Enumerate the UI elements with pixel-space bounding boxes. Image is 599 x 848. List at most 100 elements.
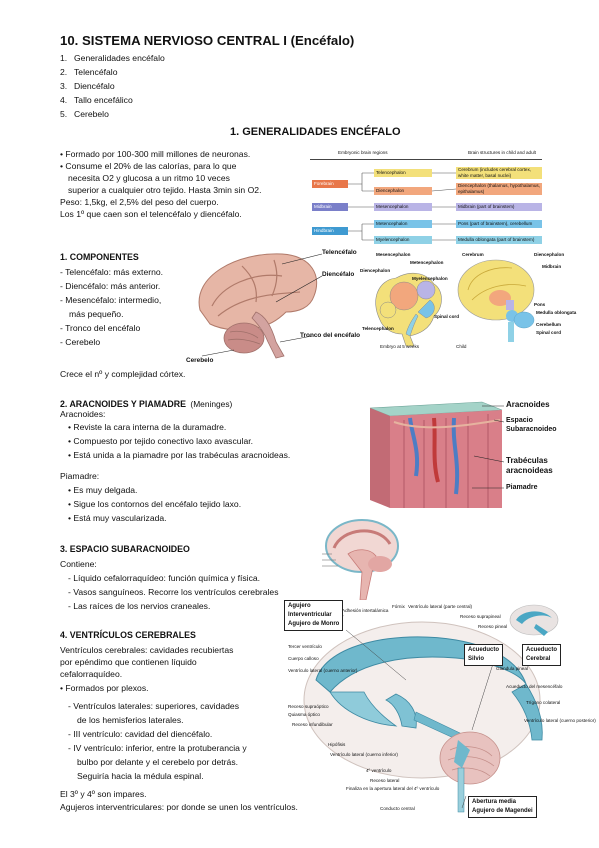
bullet-marker: • [68,422,74,432]
componentes-heading: 1. COMPONENTES [60,252,139,262]
s1-primeros: Los 1º que caen son el telencéfalo y die… [60,209,242,219]
callout-agujero-interventricular: Agujero Interventricular Agujero de Monr… [284,600,344,631]
bullet-marker: - [68,743,74,753]
diencephalon-adult-box: Diencephalon (thalamus, hypothalamus, ep… [456,183,542,195]
child-caption: Child [456,344,467,349]
embryo-label-mesencephalon: Mesencephalon [376,252,411,257]
bullet-marker: • [68,450,74,460]
componentes-list: - Telencéfalo: más externo.- Diencéfalo:… [60,266,163,350]
section4-sublist: - Ventrículos laterales: superiores, cav… [68,700,247,784]
medulla-adult-box: Medulla oblongata (part of brainstem) [456,236,542,244]
vent-small-apertura: Finaliza en la apertura lateral del 4º v… [346,786,440,791]
brain-sagittal-figure: Telencéfalo Diencéfalo Tronco del encéfa… [182,246,362,370]
aracnoides-item-text: Reviste la cara interna de la duramadre. [73,422,227,432]
s4-intro-l3: cefalorraquídeo. [60,669,123,679]
bullet-marker: - [68,573,74,583]
callout-acueducto-silvio: Acueducto Silvio [464,644,504,666]
embryo-figure: Mesencephalon Metencephalon Diencephalon… [360,250,460,350]
toc-item-text: Generalidades encéfalo [74,53,165,63]
toc-item: 3.Diencéfalo [60,80,165,94]
child-label-medulla: Medulla oblongata [536,310,577,315]
espacio-item-text: Vasos sanguíneos. Recorre los ventrículo… [73,587,279,597]
section4-intro: Ventrículos cerebrales: cavidades recubi… [60,644,233,694]
vent-small-acueducto: Acueducto del mesencéfalo [506,684,563,689]
subarachnoid-illustration [322,519,399,601]
toc-item-number: 1. [60,53,68,63]
section3-list: - Líquido cefalorraquídeo: función quími… [68,572,279,614]
callout-monro: Agujero de Monro [288,621,340,627]
vent-small-cuarto: 4º ventrículo [366,768,392,773]
label-diencefalo: Diencéfalo [322,271,355,278]
s1-peso: Peso: 1,5kg, el 2,5% del peso del cuerpo… [60,197,219,207]
child-label-pons: Pons [534,302,546,307]
piamadre-list: • Es muy delgada.• Sigue los contornos d… [68,484,241,526]
componente-item: - Tronco del encéfalo [60,322,163,336]
toc-item-text: Cerebelo [74,109,109,119]
vent-small-inferior: Ventrículo lateral (cuerno inferior) [330,752,398,757]
subarachnoid-figure [318,514,414,601]
componente-item-text: Diencéfalo: más anterior. [65,281,161,291]
callout-magendie: Agujero de Magendei [472,808,533,814]
metencephalon-box: Metencephalon [374,220,432,228]
bullet-marker: - [68,601,74,611]
aracnoides-label: Aracnoides: [60,409,106,419]
ventriculo-item-text: Ventrículos laterales: superiores, cavid… [73,701,240,711]
callout-acueducto-l1: Acueducto [468,647,500,653]
bullet-dot: • [60,683,66,693]
componente-item: - Cerebelo [60,336,163,350]
toc-item-text: Telencéfalo [74,67,118,77]
vent-small-anterior: Ventrículo lateral (cuerno anterior) [288,668,358,673]
s4-agujeros: Agujeros interventriculares: por donde s… [60,802,298,812]
midbrain-adult-box: Midbrain (part of brainstem) [456,203,542,211]
s1-bullet2-line1: Consume el 20% de las calorías, para lo … [65,161,237,171]
section1-text: • Formado por 100-300 mill millones de n… [60,148,261,220]
embryo-label-diencephalon: Diencephalon [360,268,391,273]
bullet-marker: - [60,323,66,333]
bullet-marker: - [60,337,66,347]
vent-small-fornix: Fórnix [392,604,405,609]
aracnoides-list: • Reviste la cara interna de la duramadr… [68,421,290,463]
toc-item-text: Tallo encefálico [74,95,133,105]
vent-small-posterior: Ventrículo lateral (cuerno posterior) [524,718,596,723]
aracnoides-item: • Compuesto por tejido conectivo laxo av… [68,435,290,449]
cerebrum-box: Cerebrum (includes cerebral cortex, whit… [456,167,542,179]
meninges-illustration [369,401,505,508]
aracnoides-item-text: Compuesto por tejido conectivo laxo avas… [73,436,254,446]
ventriculo-item-text: IV ventrículo: inferior, entre la protub… [73,743,247,753]
callout-acueducto-cer-l1: Acueducto [526,647,558,653]
s1-bullet2-line2: necesita O2 y glucosa a un ritmo 10 vece… [68,173,230,183]
vent-small-glandula: Glándula pineal [496,666,528,671]
diencephalon-box: Diencephalon [374,187,432,195]
child-label-spinal-cord: Spinal cord [536,330,562,335]
meninges-label-espacio: Espacio Subaracnoideo [506,416,557,434]
meninges-label-espacio-l2: Subaracnoideo [506,426,557,433]
meninges-figure: Aracnoides Espacio Subaracnoideo Trabécu… [364,396,564,512]
bullet-marker: • [68,485,74,495]
piamadre-label: Piamadre: [60,471,100,481]
ventriculo-item-text: III ventrículo: cavidad del diencéfalo. [73,729,213,739]
componente-item: - Telencéfalo: más externo. [60,266,163,280]
componente-item-text: Mesencéfalo: intermedio, [65,295,162,305]
label-telencefalo: Telencéfalo [322,249,357,256]
s4-intro-l2: por epéndimo que contienen líquido [60,657,197,667]
label-cerebelo: Cerebelo [186,357,214,364]
pons-adult-box: Pons (part of brainstem), cerebellum [456,220,542,228]
section3-heading: 3. ESPACIO SUBARACNOIDEO [60,544,190,554]
s1-bullet2-line3: superior a cualquier otro tejido. Hasta … [68,185,262,195]
brain-sagittal-illustration [198,253,323,359]
table-col1-header: Embryonic brain regions [338,150,388,155]
table-connectors [348,172,457,241]
bullet-marker: - [60,281,66,291]
callout-acueducto-l2: Silvio [468,656,485,662]
vent-small-conducto: Conducto central [380,806,415,811]
forebrain-box: Forebrain [312,180,348,188]
ventricle-thumbnail [506,602,566,640]
callout-agujero-l2: Interventricular [288,612,332,618]
mesencephalon-box: Mesencephalon [374,203,432,211]
bullet-marker: - [68,701,74,711]
espacio-item: - Líquido cefalorraquídeo: función quími… [68,572,279,586]
crece-text: Crece el nº y complejidad córtex. [60,369,186,379]
bullet-marker: • [68,436,74,446]
vent-small-quiasma: Quiasma óptico [288,712,320,717]
child-brain-illustration [457,259,535,342]
